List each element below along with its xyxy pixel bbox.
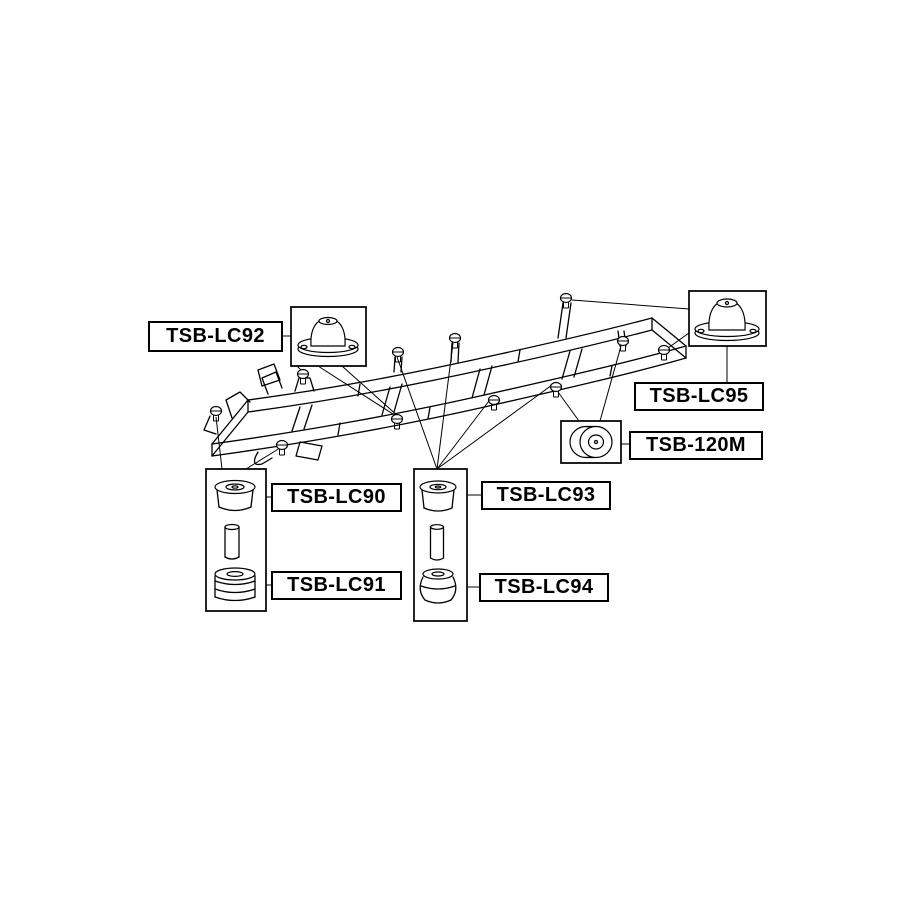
part-box-tsb-lc93-lc94 [414, 469, 467, 621]
bushing-illustration-lc94 [420, 569, 456, 603]
part-label-tsb-lc94: TSB-LC94 [479, 573, 609, 602]
bushing-illustration-lc91 [215, 568, 255, 601]
bolt-icons [211, 294, 670, 456]
bushing-illustration-lc93 [420, 481, 456, 511]
sleeve-illustration-lc90 [225, 525, 239, 560]
bolt-icon [393, 348, 404, 363]
part-label-tsb-lc90: TSB-LC90 [271, 483, 402, 512]
part-label-tsb-lc95: TSB-LC95 [634, 382, 764, 411]
chassis-frame [204, 303, 686, 465]
mount-illustration-lc92 [298, 318, 358, 357]
part-box-tsb-lc95 [689, 291, 766, 346]
mount-illustration-lc95 [695, 299, 759, 341]
bolt-icon [298, 370, 309, 385]
bolt-icon [659, 346, 670, 361]
bolt-icon [211, 407, 222, 422]
part-label-tsb-lc93: TSB-LC93 [481, 481, 611, 510]
bolt-icon [277, 441, 288, 456]
part-box-tsb-lc92 [291, 307, 366, 366]
bolt-icon [561, 294, 572, 309]
bushing-illustration-120m [570, 427, 612, 458]
bolt-icon [618, 337, 629, 352]
leader-lines [216, 300, 727, 587]
part-box-tsb-120m [561, 421, 621, 463]
bolt-icon [551, 383, 562, 398]
bolt-icon [450, 334, 461, 349]
part-box-tsb-lc90-lc91 [206, 469, 266, 611]
bolt-icon [392, 415, 403, 430]
sleeve-illustration-lc93 [431, 525, 444, 560]
part-label-tsb-lc91: TSB-LC91 [271, 571, 402, 600]
bushing-illustration-lc90 [215, 481, 255, 511]
bolt-icon [489, 396, 500, 411]
part-label-tsb-lc92: TSB-LC92 [148, 321, 283, 352]
part-label-tsb-120m: TSB-120M [629, 431, 763, 460]
